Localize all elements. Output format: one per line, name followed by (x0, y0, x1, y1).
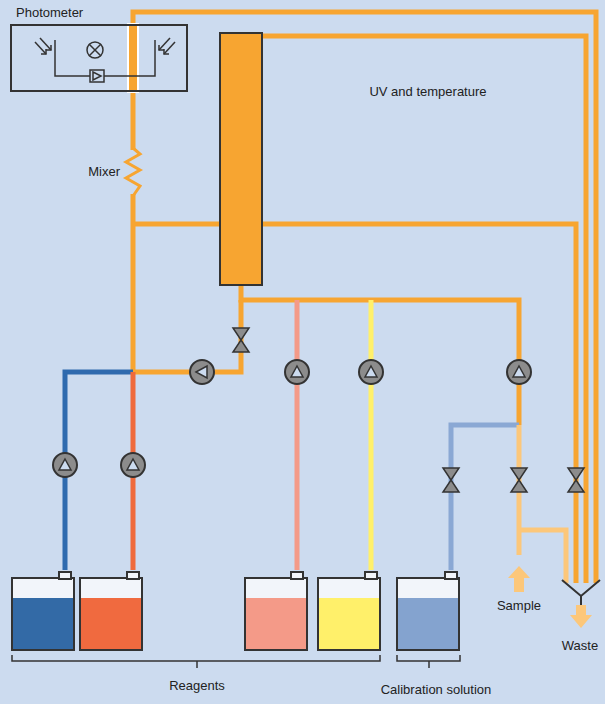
pump-symbol (507, 360, 531, 384)
pipe (451, 425, 519, 570)
pipe (295, 300, 300, 570)
bracket (397, 655, 460, 661)
waste-funnel (562, 580, 600, 596)
uv-column (220, 33, 262, 285)
photometer-box: Photometer (10, 24, 188, 92)
valve-symbol (233, 328, 249, 352)
mixer-coil (126, 148, 140, 196)
tank (80, 578, 142, 650)
label: Reagents (169, 678, 225, 694)
tank (397, 578, 459, 650)
waste-arrow (570, 605, 592, 628)
pipe (131, 92, 136, 374)
pipe (133, 300, 241, 372)
flow-cell (128, 24, 138, 92)
pipe (250, 33, 586, 583)
label: Waste (562, 638, 598, 654)
lamp-symbol (87, 42, 103, 58)
valve-symbol (511, 468, 527, 492)
label: Sample (497, 598, 541, 614)
pump-symbol (190, 360, 214, 384)
label: Calibration solution (381, 682, 492, 698)
valve-symbol (568, 468, 584, 492)
tank (245, 578, 307, 650)
valve-symbol (443, 468, 459, 492)
pipe (133, 12, 596, 583)
pipe (241, 285, 519, 425)
pipe (369, 300, 374, 570)
pump-symbol (285, 360, 309, 384)
node-title: Photometer (16, 5, 83, 21)
pipe (262, 224, 576, 583)
pump-symbol (121, 453, 145, 477)
tank (318, 578, 380, 650)
pipe (133, 222, 220, 227)
sample-arrow (508, 566, 530, 592)
bracket (12, 655, 380, 661)
pump-symbol (53, 453, 77, 477)
label: UV and temperature (369, 84, 486, 100)
label: Mixer (88, 164, 120, 180)
pump-symbol (359, 360, 383, 384)
tank (12, 578, 74, 650)
